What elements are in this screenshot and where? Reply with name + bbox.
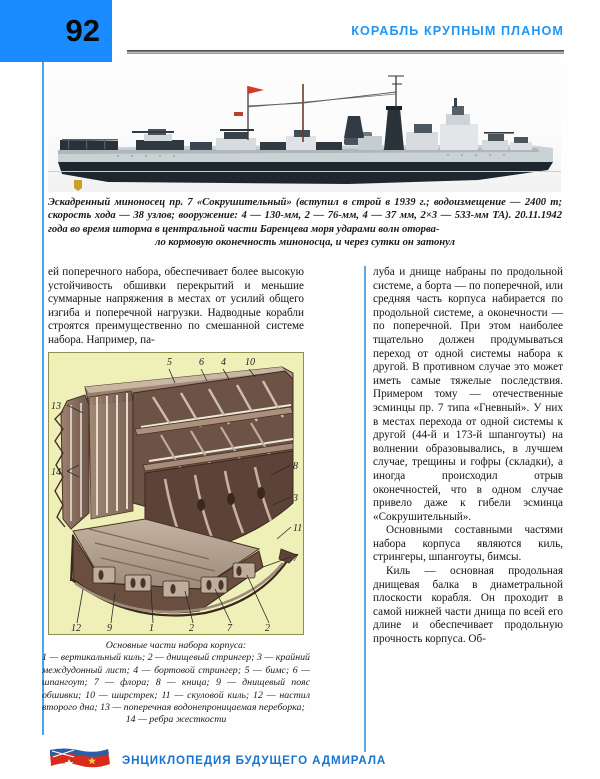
callout-6: 6 bbox=[199, 357, 204, 368]
figure-caption-body: 1 — вертикальный киль; 2 — днищевый стри… bbox=[42, 652, 310, 714]
paragraph-right-2: Основными составными частями набора корп… bbox=[373, 524, 563, 564]
soviet-naval-flag-icon bbox=[48, 748, 114, 776]
page-number-block: 92 bbox=[0, 0, 112, 62]
section-title: КОРАБЛЬ КРУПНЫМ ПЛАНОМ bbox=[351, 24, 564, 38]
photo-caption-line-3: ТА). 20.11.1942 года во время шторма в ц… bbox=[48, 210, 563, 235]
callout-13: 13 bbox=[51, 401, 61, 412]
paragraph-right-1: луба и днище набраны по продольной систе… bbox=[373, 266, 563, 523]
photo-caption-line-1: Эскадренный миноносец пр. 7 «Сокрушитель… bbox=[48, 197, 521, 208]
hull-framing-cutaway: 5 6 4 10 13 14 8 3 11 7 12 9 1 2 7 2 bbox=[49, 353, 303, 634]
header-divider-rule-thin bbox=[127, 53, 564, 54]
paragraph-left-1: ей поперечного набора, обеспечивает боле… bbox=[48, 266, 304, 346]
callout-9: 9 bbox=[107, 623, 112, 634]
left-margin-rule bbox=[42, 62, 44, 735]
callout-14: 14 bbox=[51, 467, 61, 478]
callout-8: 8 bbox=[293, 461, 298, 472]
callout-1: 1 bbox=[149, 623, 154, 634]
callout-2b: 2 bbox=[265, 623, 270, 634]
callout-7b: 7 bbox=[293, 553, 299, 564]
figure-caption-title: Основные части набора корпуса: bbox=[105, 640, 247, 651]
body-column-right: луба и днище набраны по продольной систе… bbox=[373, 266, 563, 647]
paragraph-right-3: Киль — основная продольная днищевая балк… bbox=[373, 565, 563, 646]
callout-11: 11 bbox=[293, 523, 302, 534]
waterline bbox=[48, 171, 561, 172]
destroyer-illustration bbox=[58, 75, 553, 191]
page-number: 92 bbox=[65, 13, 100, 48]
header-divider-rule bbox=[127, 50, 564, 53]
callout-5: 5 bbox=[167, 357, 172, 368]
callout-12: 12 bbox=[71, 623, 81, 634]
column-divider-rule bbox=[364, 266, 366, 752]
figure-caption-last: 14 — ребра жесткости bbox=[125, 714, 227, 726]
callout-10: 10 bbox=[245, 357, 255, 368]
callout-7: 7 bbox=[227, 623, 233, 634]
figure-caption: Основные части набора корпуса: 1 — верти… bbox=[42, 640, 310, 727]
callout-2: 2 bbox=[189, 623, 194, 634]
callout-3: 3 bbox=[292, 493, 298, 504]
ship-photograph bbox=[48, 62, 561, 192]
photo-caption: Эскадренный миноносец пр. 7 «Сокрушитель… bbox=[48, 196, 562, 250]
hull-framing-figure: 5 6 4 10 13 14 8 3 11 7 12 9 1 2 7 2 bbox=[48, 352, 304, 635]
photo-caption-line-2: 2400 т; скорость хода — 38 узлов; вооруж… bbox=[48, 197, 562, 222]
photo-caption-line-4: ло кормовую оконечность миноносца, и чер… bbox=[155, 237, 455, 249]
body-column-left: ей поперечного набора, обеспечивает боле… bbox=[48, 266, 304, 348]
callout-4: 4 bbox=[221, 357, 226, 368]
footer-title: ЭНЦИКЛОПЕДИЯ БУДУЩЕГО АДМИРАЛА bbox=[122, 754, 387, 767]
